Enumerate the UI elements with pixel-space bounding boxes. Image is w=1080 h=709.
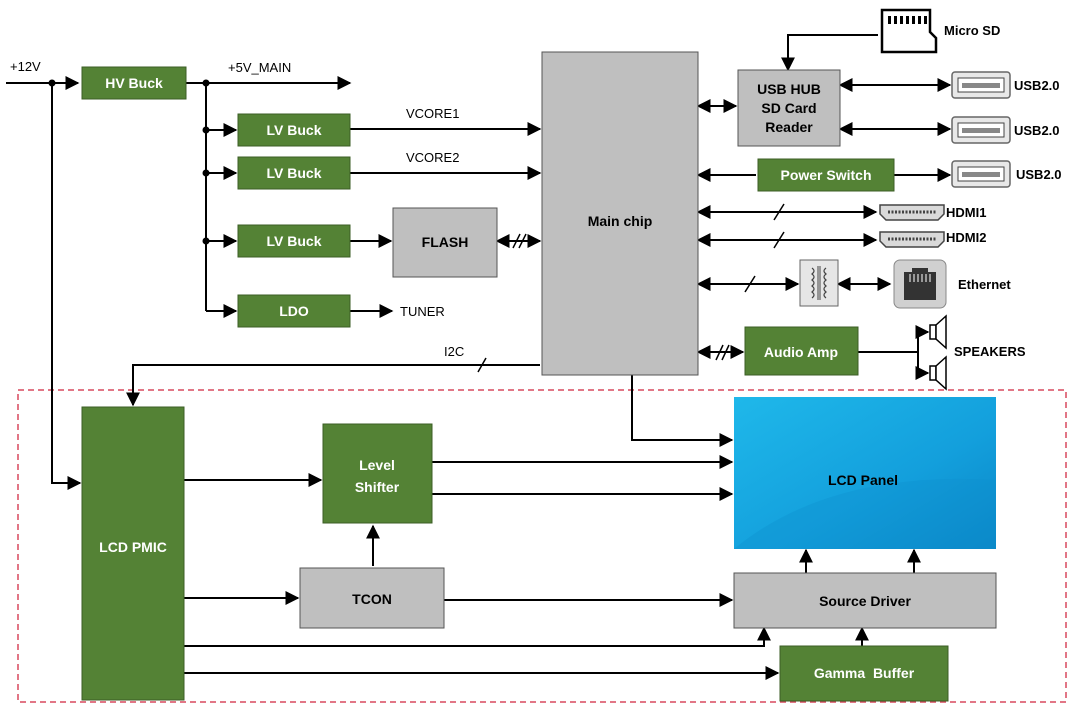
lv-buck-2-label: LV Buck — [267, 165, 322, 181]
flash-label: FLASH — [422, 234, 469, 250]
lv-buck-3-block: LV Buck — [237, 224, 351, 258]
lv-buck-1-block: LV Buck — [237, 113, 351, 147]
lv-buck-1-label: LV Buck — [267, 122, 322, 138]
ldo-label: LDO — [279, 303, 309, 319]
usb-hub-block: USB HUB SD Card Reader — [737, 69, 841, 147]
source-driver-block: Source Driver — [733, 572, 997, 629]
gamma-buffer-block: Gamma Buffer — [779, 645, 949, 702]
hdmi-1-label: HDMI1 — [946, 205, 986, 220]
audio-amp-label: Audio Amp — [764, 344, 838, 360]
lcd-pmic-block: LCD PMIC — [81, 406, 185, 701]
input-12v-label: +12V — [10, 59, 41, 74]
lcd-module-border — [17, 389, 1067, 703]
lcd-panel: LCD Panel — [734, 397, 996, 549]
micro-sd-label: Micro SD — [944, 23, 1000, 38]
tuner-label: TUNER — [400, 304, 445, 319]
lcd-panel-label: LCD Panel — [828, 472, 898, 488]
flash-block: FLASH — [392, 207, 498, 278]
hdmi-port-icon — [879, 231, 945, 248]
i2c-label: I2C — [444, 344, 464, 359]
usb-2-label: USB2.0 — [1014, 123, 1060, 138]
hdmi-2-label: HDMI2 — [946, 230, 986, 245]
power-switch-block: Power Switch — [757, 158, 895, 192]
speakers-label: SPEAKERS — [954, 344, 1026, 359]
main-chip-block: Main chip — [541, 51, 699, 376]
level-shifter-block: Level Shifter — [322, 423, 433, 524]
micro-sd-icon — [880, 8, 938, 54]
power-switch-label: Power Switch — [780, 167, 871, 183]
ethernet-transformer-icon — [799, 259, 839, 307]
usb-hub-label-3: Reader — [765, 119, 813, 135]
level-shifter-label-1: Level — [359, 457, 395, 473]
lv-buck-3-label: LV Buck — [267, 233, 322, 249]
vcore1-label: VCORE1 — [406, 106, 459, 121]
usb-port-icon — [951, 116, 1011, 144]
usb-hub-label-2: SD Card — [761, 100, 816, 116]
lcd-pmic-label: LCD PMIC — [99, 539, 167, 555]
tcon-label: TCON — [352, 591, 392, 607]
ethernet-label: Ethernet — [958, 277, 1011, 292]
main-5v-label: +5V_MAIN — [228, 60, 291, 75]
usb-hub-label-1: USB HUB — [757, 81, 821, 97]
usb-port-icon — [951, 160, 1011, 188]
speaker-icon — [929, 355, 947, 391]
ethernet-port-icon — [893, 259, 947, 309]
hv-buck-label: HV Buck — [105, 75, 163, 91]
lv-buck-2-block: LV Buck — [237, 156, 351, 190]
usb-1-label: USB2.0 — [1014, 78, 1060, 93]
gamma-buffer-label: Gamma Buffer — [814, 665, 915, 681]
ldo-block: LDO — [237, 294, 351, 328]
speaker-icon — [929, 314, 947, 350]
vcore2-label: VCORE2 — [406, 150, 459, 165]
source-driver-label: Source Driver — [819, 593, 911, 609]
hdmi-port-icon — [879, 204, 945, 221]
tcon-block: TCON — [299, 567, 445, 629]
usb-port-icon — [951, 71, 1011, 99]
main-chip-label: Main chip — [588, 213, 653, 229]
usb-3-label: USB2.0 — [1016, 167, 1062, 182]
hv-buck-block: HV Buck — [81, 66, 187, 100]
level-shifter-label-2: Shifter — [355, 479, 400, 495]
audio-amp-block: Audio Amp — [744, 326, 859, 376]
